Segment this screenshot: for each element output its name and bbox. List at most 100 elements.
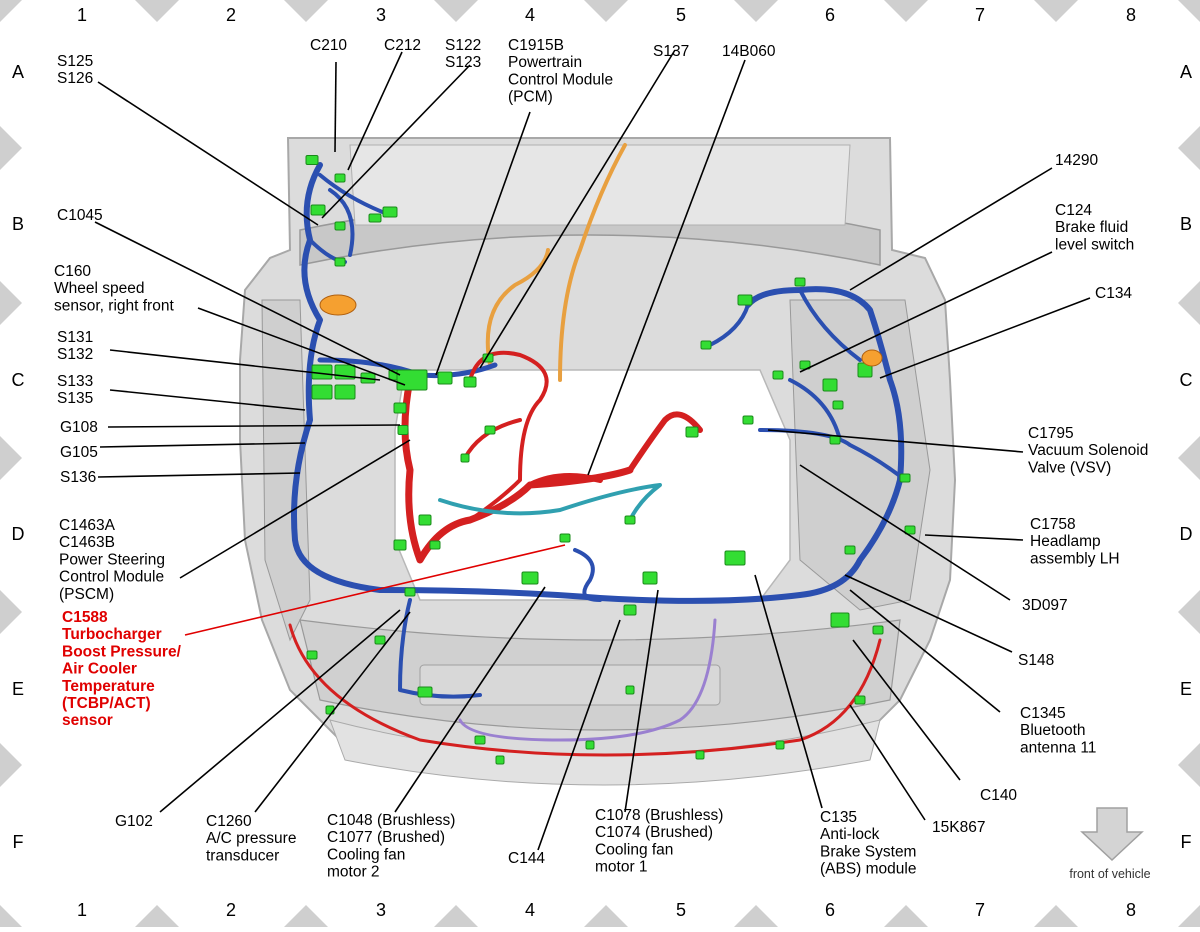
leader-line (767, 429, 1024, 453)
border-diamond-left (0, 126, 22, 170)
wire-harness (288, 143, 907, 757)
connector-block (418, 514, 432, 526)
leader-line (179, 439, 411, 579)
connector-block (832, 400, 844, 410)
leader-line (844, 574, 1013, 653)
connector-block (311, 384, 333, 400)
cyan-harness (438, 483, 662, 522)
callout-line: Turbocharger (62, 626, 162, 643)
border-diamond-bottom (284, 905, 328, 927)
callout-line: C134 (1095, 285, 1132, 302)
callout-line: C212 (384, 37, 421, 54)
connector-block (585, 740, 595, 750)
connector-block (397, 425, 409, 435)
callout-g102: G102 (115, 813, 153, 830)
border-diamond-bottom (884, 905, 928, 927)
callout-line: C1463A (59, 517, 116, 534)
connector-block (429, 540, 441, 550)
callout-line: Temperature (62, 678, 155, 695)
callout-line: Powertrain (508, 54, 582, 71)
border-diamond-bottom (135, 905, 179, 927)
leader-line (852, 639, 961, 781)
front-of-vehicle-label: front of vehicle (1069, 867, 1150, 881)
callout-line: level switch (1055, 236, 1134, 253)
border-diamond-top (584, 0, 628, 22)
callout-line: Cooling fan (327, 846, 405, 863)
column-label-bottom: 2 (226, 900, 236, 920)
vehicle-body-outline (239, 137, 957, 786)
connector-block (899, 473, 911, 483)
callout-line: Control Module (508, 71, 613, 88)
border-diamond-bottom (584, 905, 628, 927)
callout-s136: S136 (60, 469, 96, 486)
connector-block (334, 221, 346, 231)
leader-line (159, 609, 401, 813)
column-label-top: 7 (975, 5, 985, 25)
leader-line (435, 111, 531, 376)
column-label-bottom: 3 (376, 900, 386, 920)
callout-line: C144 (508, 850, 545, 867)
connector-block (417, 686, 433, 698)
callout-c14290: 14290 (1055, 152, 1098, 169)
column-label-bottom: 7 (975, 900, 985, 920)
callout-line: C1345 (1020, 705, 1066, 722)
connector-block (772, 370, 784, 380)
callout-line: C1795 (1028, 425, 1074, 442)
leader-line (624, 589, 659, 813)
callout-c15k867: 15K867 (932, 819, 985, 836)
callout-line: C1078 (Brushless) (595, 807, 723, 824)
callout-line: G105 (60, 444, 98, 461)
callout-line: G102 (115, 813, 153, 830)
row-label-right: C (1180, 370, 1193, 390)
leader-line (394, 586, 546, 813)
callout-line: S125 (57, 53, 93, 70)
callout-g105: G105 (60, 444, 98, 461)
callout-line: C1588 (62, 609, 108, 626)
callout-c1078: C1078 (Brushless)C1074 (Brushed)Cooling … (595, 807, 723, 876)
callout-g108: G108 (60, 419, 98, 436)
callout-line: motor 1 (595, 859, 648, 876)
leader-line (347, 51, 403, 171)
left-wheelhouse (789, 299, 931, 611)
border-diamond-bottom (734, 905, 778, 927)
row-label-right: F (1181, 832, 1192, 852)
callout-line: 14B060 (722, 43, 776, 60)
leader-line (254, 611, 411, 813)
leader-line (94, 221, 401, 376)
leader-line (799, 251, 1053, 373)
row-label-right: D (1180, 524, 1193, 544)
connector-block (484, 425, 496, 435)
connector-block (829, 435, 841, 445)
orange-harness-firewall (558, 143, 627, 382)
leader-line (107, 424, 401, 428)
callout-line: S132 (57, 346, 93, 363)
callout-line: Brake System (820, 843, 916, 860)
connector-block (305, 155, 319, 165)
column-label-top: 4 (525, 5, 535, 25)
connector-block (904, 525, 916, 535)
blue-branch-vsv (758, 428, 907, 482)
border-diamond-right (1178, 590, 1200, 634)
purple-harness (458, 618, 717, 742)
column-label-top: 6 (825, 5, 835, 25)
row-label-right: A (1180, 62, 1192, 82)
grommet-left (861, 349, 883, 367)
column-label-top: 3 (376, 5, 386, 25)
callout-line: Brake fluid (1055, 219, 1128, 236)
blue-branch-front (398, 548, 602, 699)
column-label-bottom: 4 (525, 900, 535, 920)
callout-line: Air Cooler (62, 661, 137, 678)
connector-block (794, 277, 806, 287)
callout-line: S135 (57, 390, 93, 407)
leader-line (479, 49, 676, 369)
